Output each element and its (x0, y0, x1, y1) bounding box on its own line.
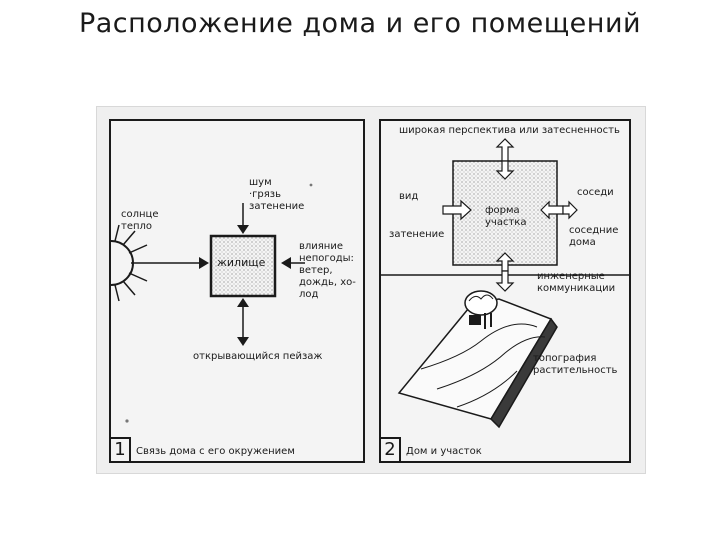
arrow-up-icon (237, 298, 249, 307)
sun-label: солнце тепло (121, 209, 159, 232)
illustration-figure: жилище солнце тепло шум ·грязь затенение… (96, 106, 646, 474)
arrow-left-icon (281, 257, 291, 269)
arrow-down-icon (237, 225, 249, 234)
house-square (209, 234, 277, 298)
panel-1-caption: 1 Связь дома с его окружением (111, 437, 295, 461)
noise-label: шум ·грязь затенение (249, 177, 305, 212)
house-label: жилище (217, 256, 266, 269)
sun-icon (111, 224, 151, 302)
arrow-right-icon (442, 199, 472, 221)
panel-house-environment: жилище солнце тепло шум ·грязь затенение… (109, 119, 365, 463)
neighbor-houses-label: соседние дома (569, 225, 619, 248)
panel-caption-text: Дом и участок (406, 446, 482, 457)
landscape-label: открывающийся пейзаж (193, 351, 323, 362)
view-label: вид (399, 191, 419, 202)
panel-number: 1 (111, 437, 131, 461)
terrain-block (397, 298, 558, 429)
house-plot-diagram (381, 138, 629, 429)
panel-number: 2 (381, 437, 401, 461)
double-arrow-horizontal-icon (540, 200, 578, 220)
tree-icon (464, 290, 498, 329)
house-environment-diagram (111, 183, 313, 423)
panel-2-caption: 2 Дом и участок (381, 437, 482, 461)
utilities-label: инженерные коммуникации (537, 271, 616, 294)
double-arrow-vertical-icon (495, 138, 515, 180)
weather-label: влияние непогоды: ветер, дождь, хо- лод (299, 241, 356, 300)
terrain-label: топография растительность (533, 353, 618, 376)
arrow-down-icon (237, 337, 249, 346)
plot-shape-label: форма участка (485, 205, 527, 228)
shading-label: затенение (389, 229, 445, 240)
perspective-label: широкая перспектива или затесненность (399, 125, 620, 136)
neighbors-label: соседи (577, 187, 614, 198)
panel-house-plot: широкая перспектива или затесненность фо… (379, 119, 631, 463)
arrow-right-icon (199, 257, 209, 269)
page-title: Расположение дома и его помещений (78, 8, 642, 39)
panel-caption-text: Связь дома с его окружением (136, 446, 295, 457)
double-arrow-vertical-icon (495, 252, 515, 292)
